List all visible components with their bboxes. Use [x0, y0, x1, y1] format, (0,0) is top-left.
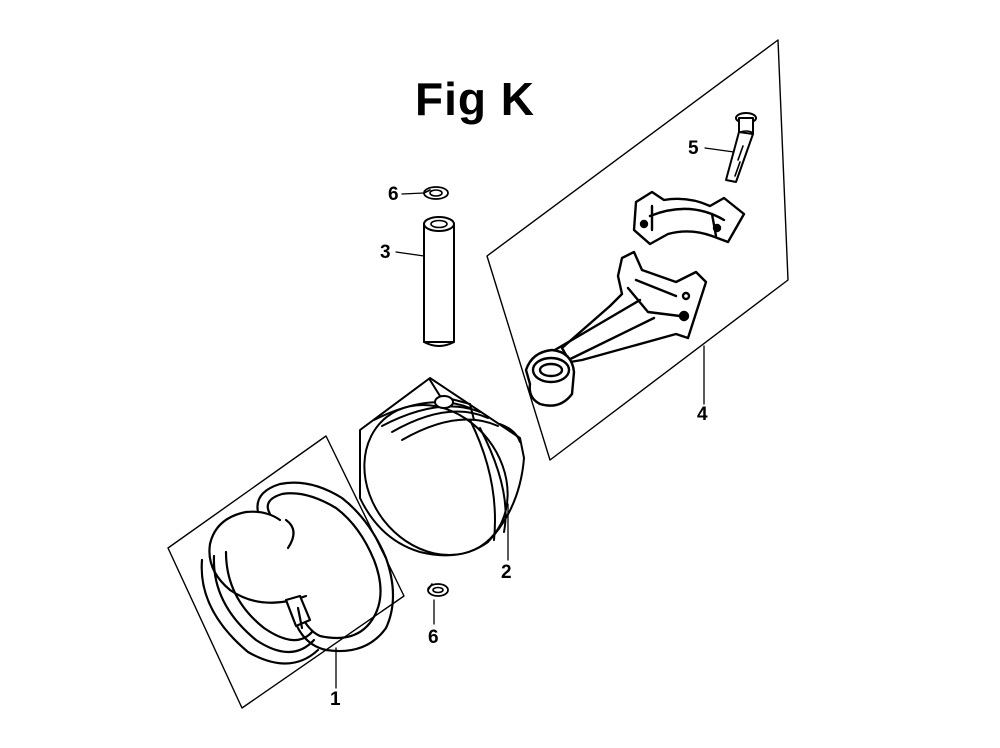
leader-3	[395, 251, 425, 257]
callout-pin-clip-bottom: 6	[428, 627, 439, 648]
piston-rings-shape	[200, 481, 395, 665]
pin-clip-bottom-shape	[427, 583, 449, 597]
rod-cap-shape	[632, 190, 746, 246]
callout-rod-bolt: 5	[688, 138, 699, 159]
pin-clip-top-shape	[423, 186, 449, 200]
leader-lines	[335, 147, 735, 689]
rod-bolt-shape	[725, 112, 757, 183]
callout-ring-set: 1	[330, 689, 341, 710]
leader-5	[704, 147, 735, 153]
leader-6-top	[401, 192, 425, 195]
piston-shape	[359, 377, 525, 557]
figure-title: Fig K	[415, 73, 535, 125]
callout-piston: 2	[501, 562, 512, 583]
callout-connecting-rod-assy: 4	[697, 404, 708, 425]
connecting-rod-shape	[524, 250, 708, 407]
callout-piston-pin: 3	[380, 242, 391, 263]
callout-pin-clip-top: 6	[388, 184, 399, 205]
ring-set-frame	[167, 435, 405, 709]
piston-pin-shape	[423, 216, 455, 347]
